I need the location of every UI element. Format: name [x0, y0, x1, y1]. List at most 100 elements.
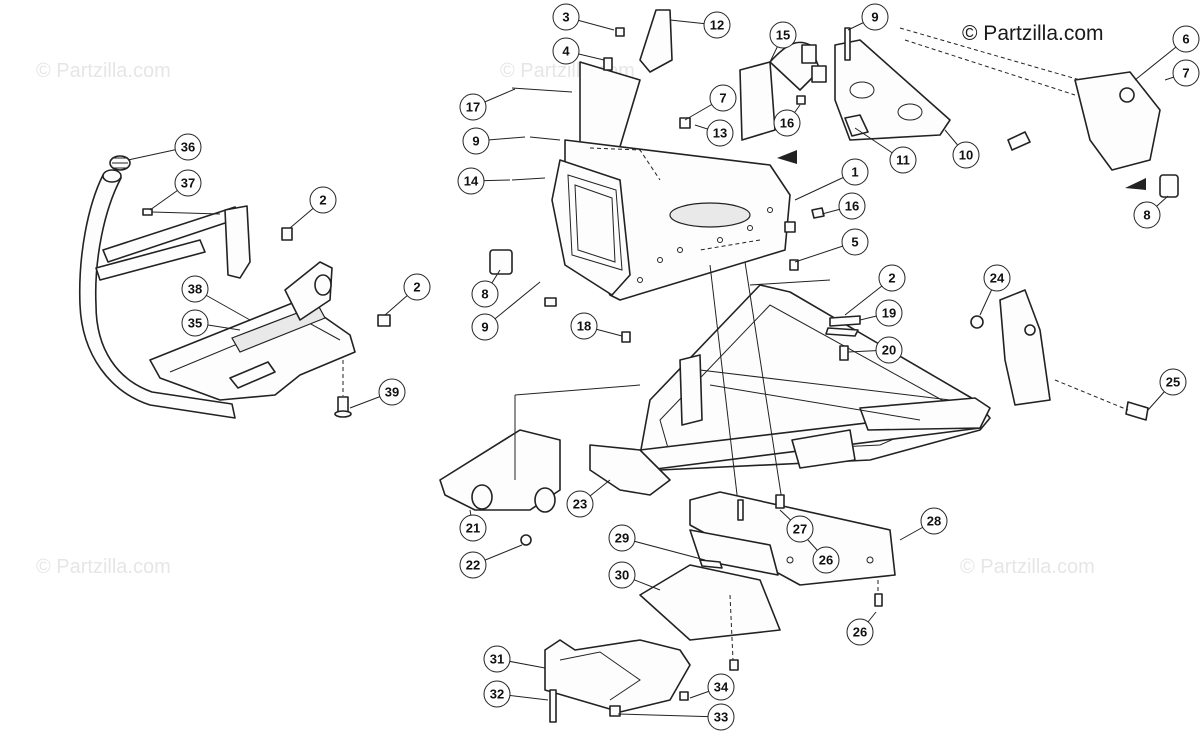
leader-line [617, 713, 722, 718]
callout-number: 16 [780, 116, 794, 131]
callout-25: 25 [1147, 368, 1187, 411]
callout-circle [841, 228, 869, 256]
callout-number: 7 [1182, 66, 1189, 81]
callout-circle [378, 378, 406, 406]
callout-number: 32 [490, 687, 504, 702]
callout-8: 8 [1133, 195, 1169, 229]
front-body-panel-assembly [489, 9, 1179, 343]
callout-35: 35 [181, 309, 241, 337]
callout-number: 35 [188, 316, 202, 331]
callout-11: 11 [854, 127, 917, 174]
callout-9: 9 [847, 3, 889, 31]
callout-circle [1172, 59, 1200, 87]
callout-circle [570, 312, 598, 340]
callout-number: 9 [472, 134, 479, 149]
callout-circle [983, 264, 1011, 292]
callout-7: 7 [684, 84, 737, 121]
callout-circle [459, 93, 487, 121]
watermark-text: © Partzilla.com [36, 60, 171, 82]
callout-circle [786, 515, 814, 543]
callout-circle [703, 11, 731, 39]
callout-number: 36 [181, 140, 195, 155]
callout-number: 25 [1166, 375, 1180, 390]
callout-circle [838, 192, 866, 220]
callout-circle [769, 21, 797, 49]
callout-circle [174, 169, 202, 197]
callout-28: 28 [899, 507, 948, 541]
callout-13: 13 [694, 119, 734, 147]
callout-circle [608, 561, 636, 589]
callout-number: 20 [882, 343, 896, 358]
callout-21: 21 [459, 509, 487, 542]
callout-number: 2 [319, 193, 326, 208]
callout-27: 27 [779, 509, 814, 543]
callout-circle [878, 264, 906, 292]
watermark-text: © Partzilla.com [960, 556, 1095, 578]
callout-17: 17 [459, 88, 516, 121]
callout-number: 6 [1182, 32, 1189, 47]
callout-number: 37 [181, 176, 195, 191]
callout-circle [403, 273, 431, 301]
callout-circle [459, 514, 487, 542]
callout-circle [459, 551, 487, 579]
callout-circle [875, 299, 903, 327]
callout-number: 8 [1143, 208, 1150, 223]
callout-12: 12 [669, 11, 731, 39]
callout-number: 3 [562, 10, 569, 25]
callout-number: 10 [959, 148, 973, 163]
callout-circle [566, 490, 594, 518]
callout-number: 2 [413, 280, 420, 295]
callout-number: 22 [466, 558, 480, 573]
callout-circle [773, 109, 801, 137]
callout-number: 11 [896, 153, 910, 168]
callout-37: 37 [149, 169, 202, 211]
callout-number: 13 [713, 126, 727, 141]
callout-16: 16 [773, 104, 801, 137]
callout-number: 5 [851, 235, 858, 250]
callout-number: 17 [466, 100, 480, 115]
callout-3: 3 [552, 3, 615, 31]
callout-16: 16 [821, 192, 866, 220]
callout-31: 31 [483, 645, 546, 673]
callout-10: 10 [944, 129, 980, 169]
callout-34: 34 [689, 673, 735, 701]
callout-number: 23 [573, 497, 587, 512]
leader-line [621, 537, 706, 561]
callout-32: 32 [483, 680, 549, 708]
callout-19: 19 [859, 299, 903, 327]
callout-circle [471, 280, 499, 308]
callout-circle [841, 158, 869, 186]
callout-circle [483, 680, 511, 708]
callout-number: 12 [710, 18, 724, 33]
callout-18: 18 [570, 312, 623, 340]
callout-circle [181, 309, 209, 337]
callout-circle [861, 3, 889, 31]
callout-number: 9 [871, 10, 878, 25]
callout-23: 23 [566, 479, 611, 518]
callout-circle [1159, 368, 1187, 396]
callout-6: 6 [1134, 25, 1200, 81]
callout-number: 2 [888, 271, 895, 286]
callout-circle [483, 645, 511, 673]
callout-circle [812, 546, 840, 574]
callout-number: 39 [385, 385, 399, 400]
callout-number: 28 [927, 514, 941, 529]
callout-circle [1172, 25, 1200, 53]
callout-22: 22 [459, 544, 523, 579]
callout-number: 16 [845, 199, 859, 214]
callout-number: 21 [466, 521, 480, 536]
callout-number: 1 [851, 165, 858, 180]
callout-circle [552, 3, 580, 31]
callout-36: 36 [127, 133, 202, 161]
callout-2: 2 [384, 273, 431, 316]
callout-number: 19 [882, 306, 896, 321]
copyright-label: © Partzilla.com [962, 22, 1104, 45]
callout-9: 9 [462, 127, 526, 155]
callout-circle [707, 703, 735, 731]
callout-39: 39 [349, 378, 406, 409]
callout-circle [462, 127, 490, 155]
callout-circle [457, 167, 485, 195]
callout-number: 26 [819, 553, 833, 568]
callout-26: 26 [846, 611, 877, 646]
